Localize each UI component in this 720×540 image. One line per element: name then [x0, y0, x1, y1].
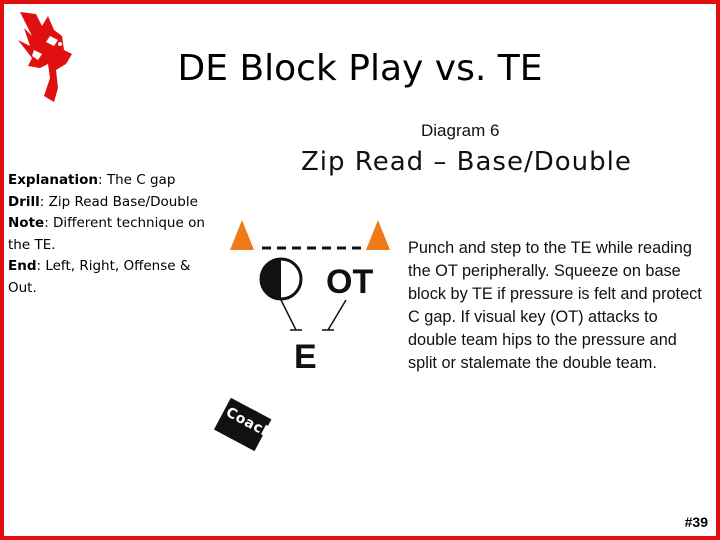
defender-marker-left — [230, 220, 254, 250]
note-text: : Different technique on the TE. — [8, 215, 205, 253]
end-text: : Left, Right, Offense & Out. — [8, 258, 191, 296]
diagram-title: Zip Read – Base/Double — [301, 147, 632, 177]
tackle-label: OT — [326, 263, 373, 301]
note-label: Note — [8, 215, 45, 231]
blocker-half-circle — [259, 257, 303, 301]
coaching-point-text: Punch and step to the TE while reading t… — [408, 239, 702, 372]
drill-text: : Zip Read Base/Double — [39, 193, 198, 210]
end-label: End — [8, 258, 37, 274]
defender-marker-right — [366, 220, 390, 250]
explanation-block: Explanation: The C gap Drill: Zip Read B… — [8, 170, 218, 299]
explanation-text: : The C gap — [98, 172, 176, 188]
coach-tag-shape — [213, 397, 272, 452]
play-diagram: OT E — [230, 220, 390, 376]
page-title: DE Block Play vs. TE — [177, 48, 543, 89]
diagram-label: Diagram 6 — [421, 121, 500, 140]
hawk-logo-icon — [18, 12, 72, 102]
drill-label: Drill — [8, 193, 40, 210]
page-number: #39 — [684, 514, 708, 530]
coach-tag: Coach — [212, 396, 276, 457]
explanation-label: Explanation — [8, 172, 99, 188]
block-lines — [280, 299, 347, 331]
end-label-diagram: E — [294, 338, 317, 376]
